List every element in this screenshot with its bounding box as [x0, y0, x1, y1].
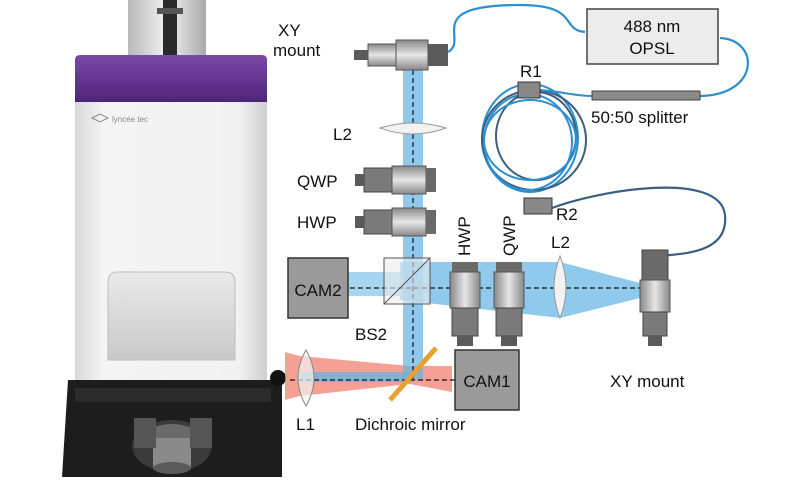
svg-text:lyncée tec: lyncée tec — [112, 115, 148, 124]
camera-cam2: CAM2 — [287, 257, 349, 319]
l2-top-label: L2 — [333, 125, 352, 144]
laser-label-line2: OPSL — [629, 39, 674, 58]
lyncee-logo: lyncée tec — [90, 113, 148, 124]
fiber-splitter: 50:50 splitter — [591, 90, 701, 127]
hwp-vertical: HWP — [449, 216, 481, 346]
r1-collimator: R1 — [517, 62, 542, 99]
xy-mount-top-label-line1: XY — [278, 21, 301, 40]
l2-right-label: L2 — [551, 233, 570, 252]
lens-l2-top: L2 — [333, 122, 448, 144]
xy-mount-top-label-line2: mount — [273, 41, 321, 60]
xy-mount-right-label: XY mount — [610, 372, 685, 391]
dichroic-label: Dichroic mirror — [355, 415, 466, 434]
hwp-vertical-label: HWP — [455, 216, 474, 256]
laser-label-line1: 488 nm — [624, 17, 681, 36]
cam1-label: CAM1 — [463, 372, 510, 391]
lens-l2-right: L2 — [551, 233, 570, 320]
laser-box: 488 nm OPSL — [586, 8, 719, 65]
qwp-left: QWP — [297, 165, 436, 195]
r1-label: R1 — [520, 62, 542, 81]
bs2-label: BS2 — [355, 325, 387, 344]
r2-collimator: R2 — [523, 197, 578, 224]
l1-label: L1 — [296, 415, 315, 434]
dichroic-mirror: Dichroic mirror — [355, 346, 466, 434]
beamsplitter-bs2: BS2 — [355, 257, 431, 344]
cam2-label: CAM2 — [294, 281, 341, 300]
camera-cam1: CAM1 — [454, 349, 520, 411]
hwp-left: HWP — [297, 207, 436, 237]
instrument-photo: lyncée tec — [62, 0, 286, 477]
xy-mount-top: XY mount — [273, 21, 448, 71]
qwp-vertical-label: QWP — [500, 215, 519, 256]
lens-l1: L1 — [296, 348, 315, 434]
hwp-left-label: HWP — [297, 213, 337, 232]
qwp-vertical: QWP — [493, 215, 525, 346]
xy-mount-right: XY mount — [610, 249, 685, 391]
splitter-label: 50:50 splitter — [591, 108, 689, 127]
qwp-left-label: QWP — [297, 172, 338, 191]
r2-label: R2 — [556, 205, 578, 224]
